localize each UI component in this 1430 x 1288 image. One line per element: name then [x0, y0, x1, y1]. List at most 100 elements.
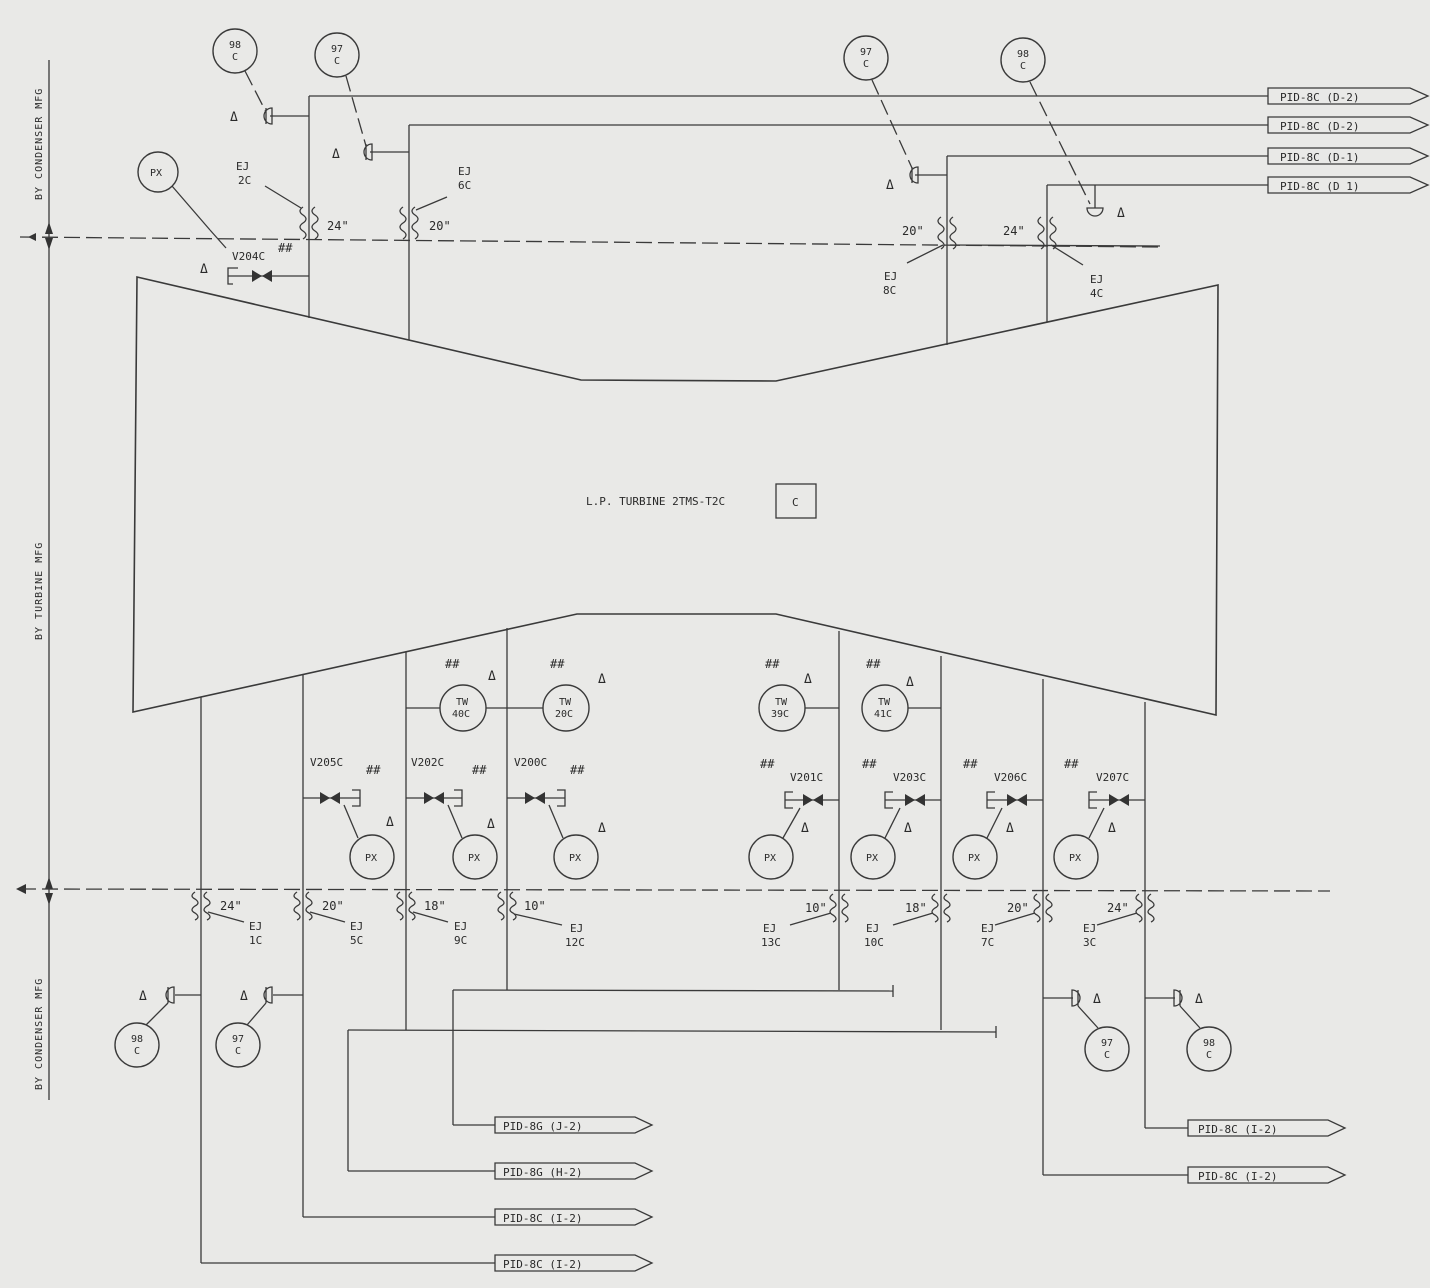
- diagram-label: EJ: [236, 160, 249, 173]
- thermowell-39c: [758, 684, 806, 732]
- diagram-label: 24": [1003, 224, 1025, 238]
- turbine-label: L.P. TURBINE 2TMS-T2C: [586, 495, 725, 508]
- diagram-label: EJ: [884, 270, 897, 283]
- diagram-label: PX: [468, 853, 480, 864]
- diagram-label: 97: [232, 1034, 244, 1045]
- diagram-label: 10": [524, 899, 546, 913]
- diagram-label: Δ: [906, 675, 914, 690]
- diagram-label: 8C: [883, 284, 896, 297]
- bottom-off-page-refs: PID-8G (J-2) PID-8G (H-2) PID-8C (I-2) P…: [494, 1116, 1347, 1272]
- diagram-label: 6C: [458, 179, 471, 192]
- diagram-label: Δ: [1117, 206, 1125, 221]
- diagram-label: ##: [765, 657, 780, 671]
- off-page-ref: PID-8G (H-2): [503, 1166, 582, 1179]
- diagram-label: Δ: [804, 672, 812, 687]
- instrument-bubble-97c: [215, 1022, 261, 1068]
- off-page-ref: PID-8C (I-2): [1198, 1170, 1277, 1183]
- diagram-label: 98: [131, 1034, 143, 1045]
- diagram-label: 98: [229, 40, 241, 51]
- diagram-label: ##: [760, 757, 775, 771]
- label-by-condenser-top: BY CONDENSER MFG: [34, 88, 45, 200]
- pressure-instrument-px: [1053, 834, 1099, 880]
- diagram-label: 40C: [452, 709, 470, 720]
- off-page-ref: PID-8G (J-2): [503, 1120, 582, 1133]
- diagram-label: EJ: [763, 922, 776, 935]
- diagram-label: 20": [902, 224, 924, 238]
- thermowell-41c: [861, 684, 909, 732]
- diagram-label: Δ: [1108, 821, 1116, 836]
- scope-boundary-bottom: [19, 888, 1331, 892]
- off-page-ref: PID-8C (D-2): [1280, 91, 1359, 104]
- diagram-label: Δ: [230, 110, 238, 125]
- diagram-label: ##: [445, 657, 460, 671]
- diagram-label: 41C: [874, 709, 892, 720]
- diagram-label: 1C: [249, 934, 262, 947]
- thermowells: TW 40C ## Δ TW 20C ## Δ TW 39C ## Δ TW 4…: [439, 657, 914, 732]
- off-page-ref: PID-8C (D-2): [1280, 120, 1359, 133]
- diagram-label: V200C: [514, 756, 547, 769]
- instrument-bubble-97c: [1084, 1026, 1130, 1072]
- rupture-disc-symbol: [1071, 989, 1081, 1007]
- diagram-label: Δ: [200, 262, 208, 277]
- diagram-label: 20": [322, 899, 344, 913]
- turbine-tag: C: [792, 496, 799, 509]
- expansion-joint-symbol: [293, 891, 313, 921]
- instrument-bubble-97c: [314, 32, 360, 78]
- pressure-instrument-px: [349, 834, 395, 880]
- diagram-label: Δ: [488, 669, 496, 684]
- diagram-label: 97: [860, 47, 872, 58]
- rupture-disc-symbol: [263, 107, 273, 125]
- diagram-label: EJ: [1090, 273, 1103, 286]
- diagram-label: TW: [775, 697, 788, 708]
- diagram-label: 18": [905, 901, 927, 915]
- diagram-label: C: [863, 59, 869, 70]
- instrument-bubble-98c: [212, 28, 258, 74]
- pressure-instrument-px: [850, 834, 896, 880]
- off-page-ref: PID-8C (I-2): [1198, 1123, 1277, 1136]
- diagram-label: 13C: [761, 936, 781, 949]
- off-page-ref: PID-8C (I-2): [503, 1212, 582, 1225]
- instrument-bubble-98c: [1000, 37, 1046, 83]
- diagram-label: Δ: [487, 817, 495, 832]
- diagram-label: ##: [963, 757, 978, 771]
- diagram-label: PX: [764, 853, 776, 864]
- diagram-label: PX: [569, 853, 581, 864]
- diagram-label: ##: [550, 657, 565, 671]
- diagram-label: 98: [1017, 49, 1029, 60]
- diagram-label: 39C: [771, 709, 789, 720]
- thermowell-40c: [439, 684, 487, 732]
- diagram-label: 9C: [454, 934, 467, 947]
- bottom-piping: [175, 628, 1188, 1264]
- diagram-label: 24": [1107, 901, 1129, 915]
- diagram-label: Δ: [386, 815, 394, 830]
- diagram-label: Δ: [240, 989, 248, 1004]
- diagram-label: ##: [570, 763, 585, 777]
- diagram-label: V207C: [1096, 771, 1129, 784]
- diagram-label: Δ: [598, 821, 606, 836]
- rupture-disc-symbol: [165, 986, 175, 1004]
- top-off-page-refs: PID-8C (D-2) PID-8C (D-2) PID-8C (D-1) P…: [1267, 87, 1430, 194]
- diagram-label: 97: [1101, 1038, 1113, 1049]
- diagram-label: V204C: [232, 250, 265, 263]
- diagram-label: V206C: [994, 771, 1027, 784]
- top-expansion-joints: EJ 2C 24" EJ 6C 20" EJ 8C 20" EJ 4C 24": [236, 160, 1103, 300]
- instrument-bubble-97c: [843, 35, 889, 81]
- expansion-joint-symbol: [396, 891, 416, 921]
- pressure-instrument-px: [452, 834, 498, 880]
- diagram-label: PX: [866, 853, 878, 864]
- diagram-label: ##: [1064, 757, 1079, 771]
- diagram-label: ##: [862, 757, 877, 771]
- diagram-label: Δ: [1093, 992, 1101, 1007]
- diagram-label: 10": [805, 901, 827, 915]
- pressure-instrument-px: [553, 834, 599, 880]
- diagram-label: Δ: [332, 147, 340, 162]
- diagram-label: V202C: [411, 756, 444, 769]
- diagram-label: EJ: [570, 922, 583, 935]
- diagram-label: 20C: [555, 709, 573, 720]
- diagram-label: Δ: [801, 821, 809, 836]
- pressure-instrument-px: [952, 834, 998, 880]
- turbine-tag-box: [775, 483, 817, 519]
- diagram-label: EJ: [350, 920, 363, 933]
